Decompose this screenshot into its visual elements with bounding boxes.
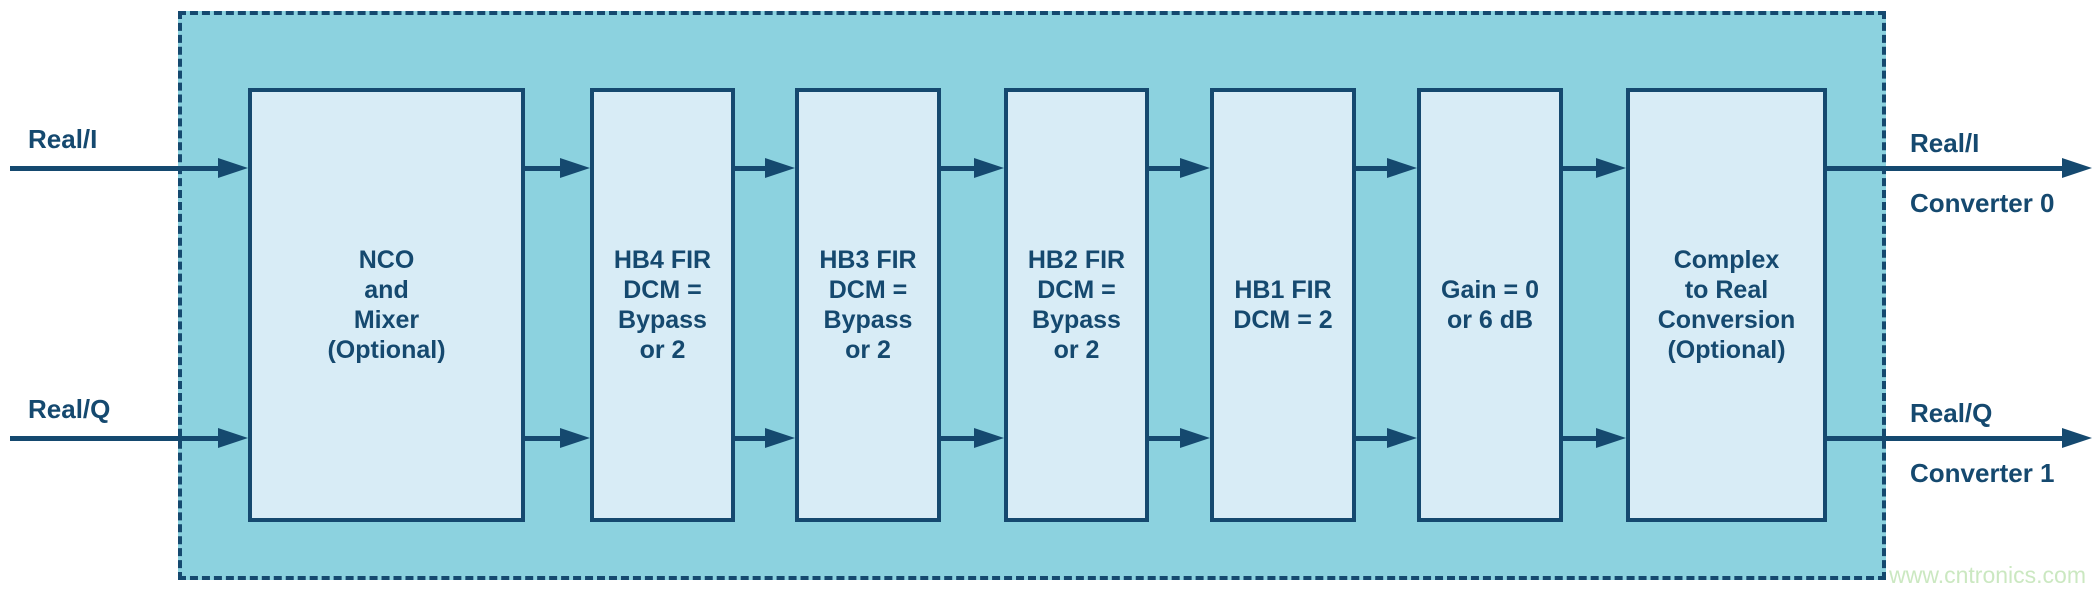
arrow-nco-to-hb4-i: [525, 158, 590, 178]
block-hb4-fir-label: HB4 FIR DCM = Bypass or 2: [613, 246, 712, 364]
watermark-text: www.cntronics.com: [1889, 562, 2086, 588]
arrow-gain-to-complex-i: [1563, 158, 1626, 178]
arrow-line: [525, 166, 562, 171]
arrow-line: [10, 436, 220, 441]
input-label-real-q: Real/Q: [28, 394, 111, 424]
block-nco-mixer: NCO and Mixer (Optional): [248, 88, 525, 522]
block-complex-to-real: Complex to Real Conversion (Optional): [1626, 88, 1827, 522]
output-label-real-i: Real/I: [1910, 128, 1980, 158]
block-hb3-fir-label: HB3 FIR DCM = Bypass or 2: [819, 246, 917, 364]
arrow-line: [941, 436, 976, 441]
arrow-line: [1827, 166, 2064, 171]
arrow-head-icon: [1387, 158, 1417, 178]
output-label-converter-1: Converter 1: [1910, 458, 2055, 488]
block-gain-label: Gain = 0 or 6 dB: [1441, 276, 1539, 334]
arrow-line: [1356, 436, 1389, 441]
arrow-head-icon: [1596, 158, 1626, 178]
arrow-line: [735, 436, 767, 441]
output-label-converter-0: Converter 0: [1910, 188, 2055, 218]
input-arrow-real-q: [10, 428, 248, 448]
block-hb2-fir-label: HB2 FIR DCM = Bypass or 2: [1027, 246, 1126, 364]
block-hb1-fir: HB1 FIR DCM = 2: [1210, 88, 1356, 522]
arrow-hb4-to-hb3-i: [735, 158, 795, 178]
block-hb2-fir: HB2 FIR DCM = Bypass or 2: [1004, 88, 1149, 522]
arrow-head-icon: [765, 158, 795, 178]
output-arrow-real-q: [1827, 428, 2092, 448]
arrow-line: [1563, 436, 1598, 441]
arrow-line: [1827, 436, 2064, 441]
arrow-line: [941, 166, 976, 171]
block-hb3-fir: HB3 FIR DCM = Bypass or 2: [795, 88, 941, 522]
arrow-line: [1149, 166, 1182, 171]
input-label-real-i: Real/I: [28, 124, 98, 154]
arrow-head-icon: [1596, 428, 1626, 448]
arrow-head-icon: [1180, 428, 1210, 448]
block-gain: Gain = 0 or 6 dB: [1417, 88, 1563, 522]
arrow-line: [1149, 436, 1182, 441]
arrow-hb4-to-hb3-q: [735, 428, 795, 448]
block-complex-to-real-label: Complex to Real Conversion (Optional): [1657, 246, 1796, 364]
arrow-line: [1356, 166, 1389, 171]
arrow-gain-to-complex-q: [1563, 428, 1626, 448]
arrow-head-icon: [560, 428, 590, 448]
input-arrow-real-i: [10, 158, 248, 178]
arrow-head-icon: [974, 428, 1004, 448]
arrow-hb3-to-hb2-i: [941, 158, 1004, 178]
arrow-head-icon: [2062, 428, 2092, 448]
arrow-head-icon: [218, 428, 248, 448]
arrow-line: [735, 166, 767, 171]
arrow-head-icon: [1387, 428, 1417, 448]
arrow-nco-to-hb4-q: [525, 428, 590, 448]
arrow-hb1-to-gain-q: [1356, 428, 1417, 448]
arrow-head-icon: [765, 428, 795, 448]
arrow-head-icon: [218, 158, 248, 178]
block-hb1-fir-label: HB1 FIR DCM = 2: [1233, 276, 1333, 334]
arrow-hb3-to-hb2-q: [941, 428, 1004, 448]
arrow-line: [525, 436, 562, 441]
arrow-head-icon: [560, 158, 590, 178]
block-nco-mixer-label: NCO and Mixer (Optional): [327, 246, 446, 364]
arrow-hb2-to-hb1-q: [1149, 428, 1210, 448]
output-label-real-q: Real/Q: [1910, 398, 1993, 428]
arrow-hb2-to-hb1-i: [1149, 158, 1210, 178]
arrow-head-icon: [2062, 158, 2092, 178]
arrow-hb1-to-gain-i: [1356, 158, 1417, 178]
arrow-head-icon: [1180, 158, 1210, 178]
output-arrow-real-i: [1827, 158, 2092, 178]
block-hb4-fir: HB4 FIR DCM = Bypass or 2: [590, 88, 735, 522]
arrow-line: [10, 166, 220, 171]
arrow-line: [1563, 166, 1598, 171]
arrow-head-icon: [974, 158, 1004, 178]
